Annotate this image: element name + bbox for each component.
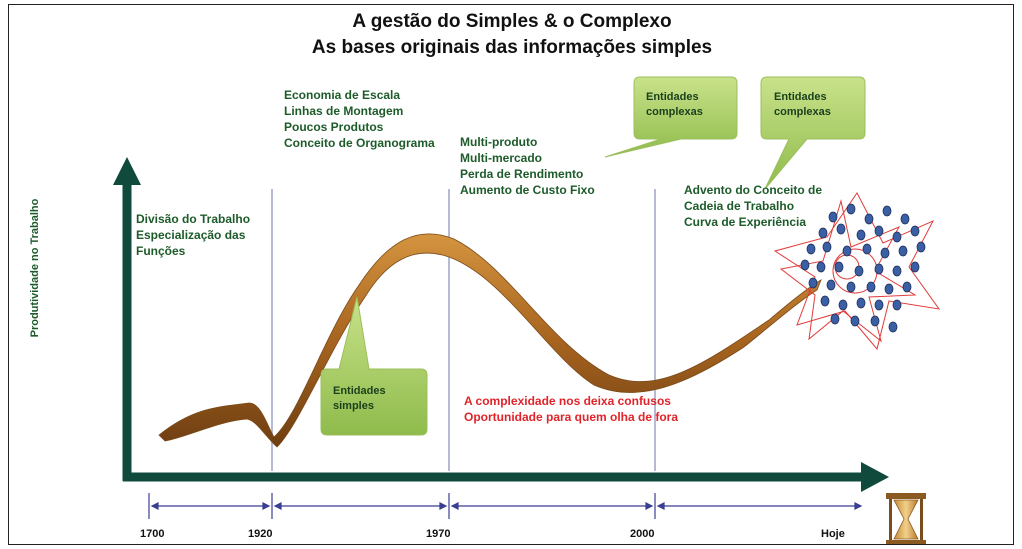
network-node	[864, 213, 874, 225]
network-node	[808, 277, 818, 289]
y-axis-label: Produtividade no Trabalho	[29, 198, 41, 338]
network-node	[820, 295, 830, 307]
network-node	[874, 263, 884, 275]
network-node	[828, 211, 838, 223]
network-node	[816, 261, 826, 273]
network-node	[898, 245, 908, 257]
network-node	[800, 259, 810, 271]
network-node	[874, 225, 884, 237]
network-node	[842, 245, 852, 257]
network-node	[826, 279, 836, 291]
complex-network	[773, 192, 941, 351]
productivity-curve	[158, 233, 822, 448]
network-node	[806, 243, 816, 255]
era-text-1920: Economia de Escala Linhas de Montagem Po…	[284, 88, 435, 150]
network-node	[892, 299, 902, 311]
callout-complex-1-text: Entidades complexas	[646, 91, 703, 118]
timeline-label-1700: 1700	[140, 528, 165, 540]
timeline-label-hoje: Hoje	[821, 528, 845, 540]
network-node	[892, 231, 902, 243]
callout-simple-box	[320, 296, 428, 436]
network-node	[838, 299, 848, 311]
hourglass-icon	[886, 493, 926, 544]
complexity-note: A complexidade nos deixa confusos Oportu…	[464, 394, 679, 424]
network-node	[834, 261, 844, 273]
network-star-outline-2	[779, 199, 917, 343]
network-node	[830, 313, 840, 325]
network-node	[870, 315, 880, 327]
network-node	[900, 213, 910, 225]
era-text-1970: Multi-produto Multi-mercado Perda de Ren…	[460, 135, 595, 197]
network-node	[888, 321, 898, 333]
network-node	[866, 281, 876, 293]
network-node	[856, 297, 866, 309]
diagram-subtitle: As bases originais das informações simpl…	[311, 37, 713, 58]
network-node	[822, 241, 832, 253]
network-node	[854, 265, 864, 277]
timeline-label-2000: 2000	[630, 528, 655, 540]
network-node	[880, 247, 890, 259]
network-node	[910, 261, 920, 273]
network-node	[910, 225, 920, 237]
diagram-title: A gestão do Simples & o Complexo	[352, 11, 672, 32]
era-text-2000: Advento do Conceito de Cadeia de Trabalh…	[684, 183, 822, 229]
callout-simple-text: Entidades simples	[333, 385, 386, 412]
evolution-diagram	[113, 76, 941, 544]
network-node	[846, 203, 856, 215]
network-node	[846, 281, 856, 293]
callout-complex-1-box	[604, 76, 738, 158]
network-node	[836, 223, 846, 235]
network-node	[882, 205, 892, 217]
network-node	[902, 281, 912, 293]
callout-complex-2-text: Entidades complexas	[774, 91, 831, 118]
x-axis-arrowhead	[861, 462, 889, 492]
timeline-label-1920: 1920	[248, 528, 273, 540]
timeline	[148, 493, 863, 519]
network-node	[818, 227, 828, 239]
y-axis-arrowhead	[113, 157, 141, 185]
network-star-outline	[773, 192, 941, 351]
callout-complex-2-box	[760, 76, 866, 190]
era-text-1700: Divisão do Trabalho Especialização das F…	[136, 212, 251, 258]
network-node	[892, 265, 902, 277]
network-node	[850, 315, 860, 327]
network-node	[856, 229, 866, 241]
timeline-label-1970: 1970	[426, 528, 451, 540]
diagram-frame: A gestão do Simples & o Complexo As base…	[8, 4, 1014, 545]
network-node	[862, 243, 872, 255]
network-node	[884, 283, 894, 295]
network-node	[916, 241, 926, 253]
network-node	[874, 299, 884, 311]
